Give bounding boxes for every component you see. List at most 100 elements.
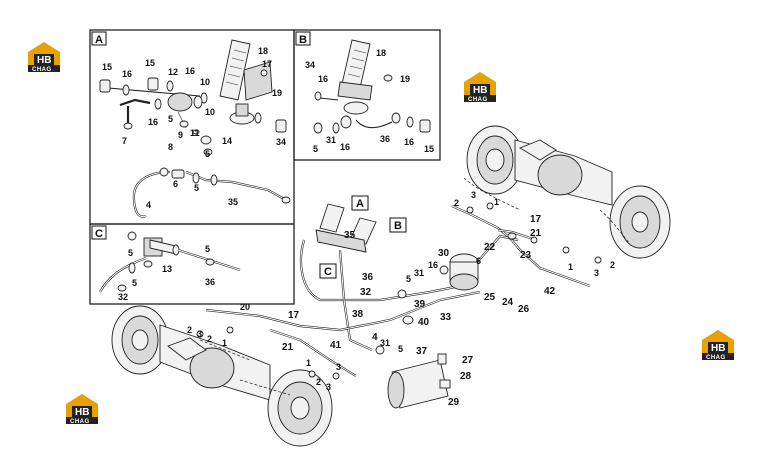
svg-text:20: 20: [240, 302, 250, 312]
svg-text:16: 16: [122, 69, 132, 79]
svg-text:16: 16: [148, 117, 158, 127]
svg-text:CHAG: CHAG: [70, 419, 90, 425]
svg-text:31: 31: [326, 135, 336, 145]
svg-text:9: 9: [178, 130, 183, 140]
svg-text:A: A: [95, 34, 103, 46]
svg-text:24: 24: [502, 297, 514, 308]
inset-a-drawing: 15 16 15 12 16 10 18 17 19 7 16 5 11 10 …: [99, 39, 291, 218]
svg-text:36: 36: [380, 134, 390, 144]
svg-text:16: 16: [185, 66, 195, 76]
svg-text:19: 19: [272, 88, 282, 98]
svg-text:5: 5: [205, 244, 210, 254]
svg-text:31: 31: [414, 268, 424, 278]
svg-text:CHAG: CHAG: [468, 97, 488, 103]
svg-text:1: 1: [222, 338, 227, 348]
svg-text:6: 6: [173, 179, 178, 189]
svg-text:33: 33: [440, 312, 452, 323]
svg-text:7: 7: [122, 136, 127, 146]
inset-c-drawing: 5 13 5 5 36 32: [99, 231, 241, 302]
svg-text:30: 30: [438, 248, 450, 259]
svg-text:15: 15: [424, 144, 434, 154]
svg-text:40: 40: [418, 317, 430, 328]
svg-text:21: 21: [282, 342, 294, 353]
svg-text:27: 27: [462, 355, 474, 366]
svg-text:31: 31: [380, 338, 390, 348]
svg-text:39: 39: [414, 299, 426, 310]
logo-mid: HB CHAG: [464, 72, 496, 103]
svg-text:5: 5: [168, 114, 173, 124]
svg-text:38: 38: [352, 309, 364, 320]
svg-text:28: 28: [460, 371, 472, 382]
svg-text:5: 5: [205, 149, 210, 159]
svg-text:14: 14: [222, 136, 232, 146]
svg-text:CHAG: CHAG: [706, 355, 726, 361]
main-piping: [196, 195, 602, 409]
svg-text:15: 15: [102, 62, 112, 72]
svg-text:3: 3: [326, 382, 331, 392]
svg-text:25: 25: [484, 292, 496, 303]
svg-text:16: 16: [404, 137, 414, 147]
svg-text:42: 42: [544, 286, 556, 297]
svg-text:3: 3: [471, 190, 476, 200]
svg-text:32: 32: [118, 292, 128, 302]
rear-axle: [463, 125, 671, 259]
svg-text:1: 1: [306, 358, 311, 368]
svg-text:16: 16: [340, 142, 350, 152]
svg-text:35: 35: [344, 230, 356, 241]
svg-text:2: 2: [454, 198, 459, 208]
svg-text:CHAG: CHAG: [32, 67, 52, 73]
inset-b-frame: B: [293, 29, 441, 161]
svg-text:17: 17: [530, 214, 542, 225]
svg-text:2: 2: [187, 325, 192, 335]
svg-text:6: 6: [476, 256, 481, 266]
logo-bottom-left: HB CHAG: [66, 394, 98, 425]
svg-text:26: 26: [518, 304, 530, 315]
svg-text:4: 4: [146, 200, 151, 210]
svg-text:16: 16: [318, 74, 328, 84]
svg-text:2: 2: [316, 377, 321, 387]
svg-text:HB: HB: [75, 407, 89, 418]
svg-text:23: 23: [520, 250, 532, 261]
svg-text:41: 41: [330, 340, 342, 351]
inset-c-frame: C: [89, 223, 295, 305]
logo-right: HB CHAG: [702, 330, 734, 361]
svg-text:10: 10: [200, 77, 210, 87]
svg-text:5: 5: [128, 248, 133, 258]
svg-text:2: 2: [207, 334, 212, 344]
svg-text:17: 17: [262, 59, 272, 69]
svg-text:18: 18: [258, 46, 268, 56]
svg-text:13: 13: [162, 264, 172, 274]
svg-text:B: B: [299, 34, 307, 46]
svg-text:2: 2: [610, 260, 615, 270]
svg-text:3: 3: [594, 268, 599, 278]
svg-text:21: 21: [530, 228, 542, 239]
svg-text:18: 18: [376, 48, 386, 58]
svg-text:5: 5: [194, 183, 199, 193]
main-callouts: A B C 2 3 1 17 21 22 23 42 1 2 3 30 16 3…: [187, 190, 615, 408]
svg-text:4: 4: [372, 332, 378, 343]
svg-text:5: 5: [398, 344, 403, 354]
svg-text:HB: HB: [37, 55, 51, 66]
svg-text:22: 22: [484, 242, 496, 253]
svg-text:19: 19: [400, 74, 410, 84]
svg-text:HB: HB: [473, 85, 487, 96]
svg-text:5: 5: [406, 274, 411, 284]
svg-text:A: A: [356, 198, 364, 210]
svg-text:1: 1: [494, 197, 499, 207]
svg-text:29: 29: [448, 397, 460, 408]
svg-text:3: 3: [197, 329, 202, 339]
svg-text:HB: HB: [711, 343, 725, 354]
logo-top-left: HB CHAG: [28, 42, 60, 73]
svg-text:17: 17: [288, 310, 300, 321]
svg-text:32: 32: [360, 287, 372, 298]
svg-text:35: 35: [228, 197, 238, 207]
svg-text:3: 3: [336, 362, 341, 372]
svg-text:16: 16: [428, 260, 438, 270]
svg-text:8: 8: [168, 142, 173, 152]
svg-text:34: 34: [276, 137, 286, 147]
svg-text:12: 12: [168, 67, 178, 77]
svg-text:36: 36: [362, 272, 374, 283]
svg-text:34: 34: [305, 60, 315, 70]
svg-text:C: C: [95, 228, 103, 240]
